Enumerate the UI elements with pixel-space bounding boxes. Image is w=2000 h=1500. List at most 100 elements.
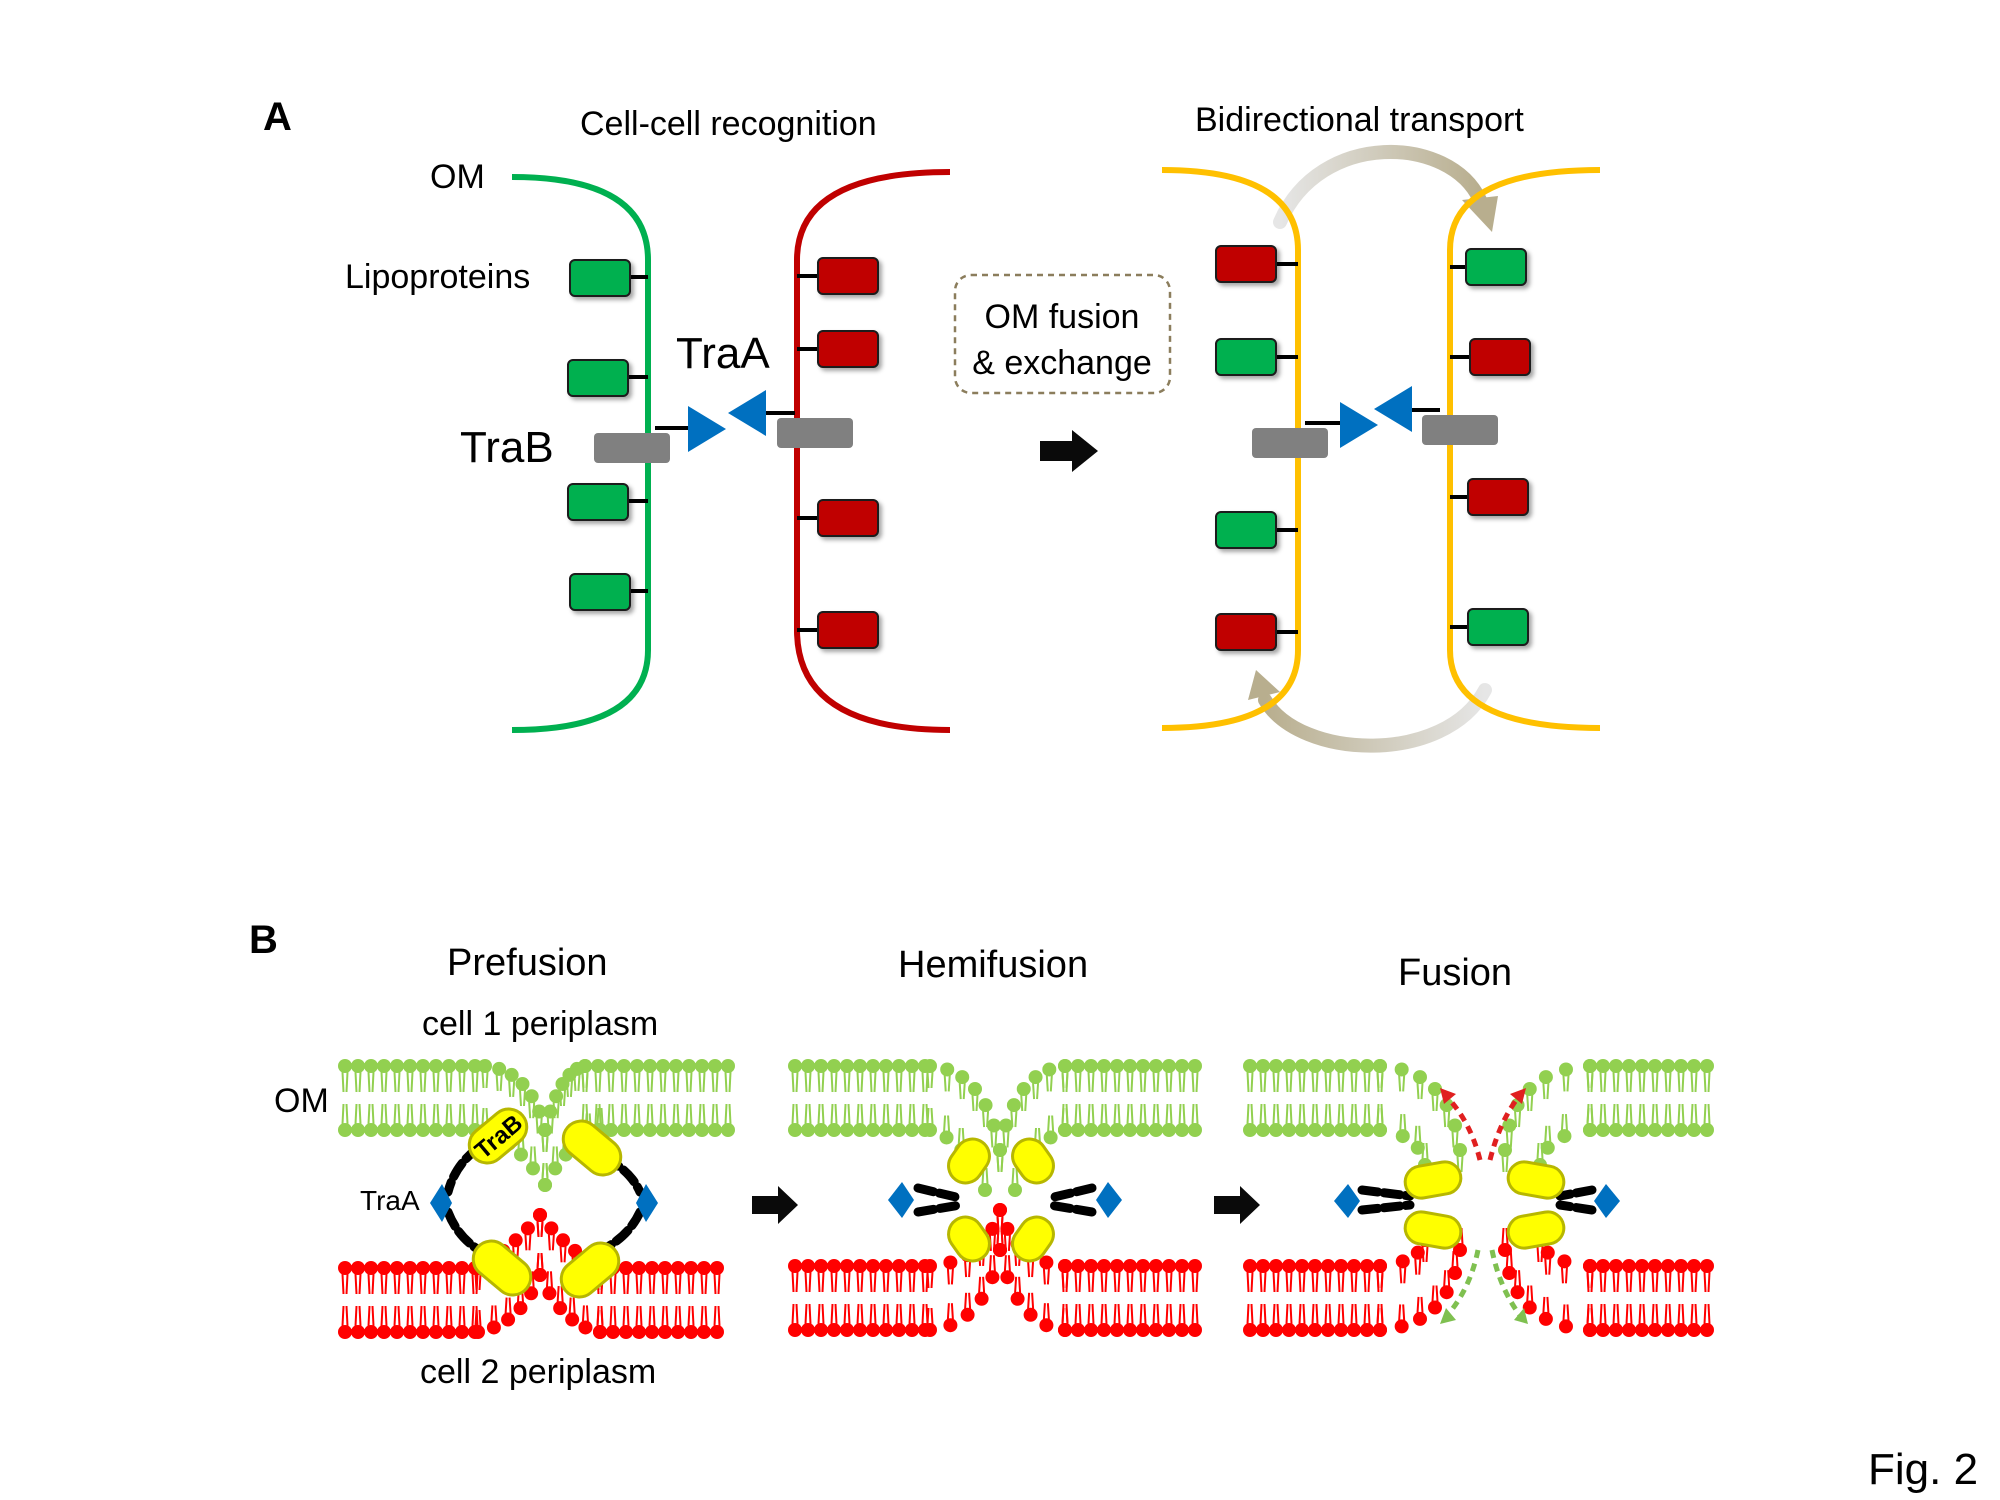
lipid-tail [921, 1103, 925, 1125]
lipid-tail [834, 1271, 838, 1293]
lipid-tail [1139, 1303, 1143, 1325]
lipid-head [351, 1059, 365, 1073]
lipid-tail [449, 1103, 453, 1125]
lipid-head [905, 1059, 919, 1073]
lipid-head [1042, 1062, 1057, 1077]
lipid-tail [1544, 1258, 1548, 1275]
lipid-tail [1165, 1103, 1169, 1125]
lipid-head [1373, 1259, 1387, 1273]
lipid-head [998, 1118, 1013, 1133]
lipid-tail [462, 1273, 466, 1295]
lipid-tail [1681, 1303, 1685, 1325]
lipid-tail [926, 1071, 930, 1089]
lipid-tail [1169, 1303, 1173, 1325]
lipid-tail [1566, 1075, 1570, 1092]
lipid-head [671, 1325, 685, 1339]
lipid-tail [817, 1303, 821, 1325]
lipid-head [1136, 1123, 1150, 1137]
lipid-tail [536, 1220, 540, 1238]
lipid-tail [1677, 1103, 1681, 1125]
lipid-tail [637, 1071, 641, 1093]
lipid-tail [702, 1071, 706, 1093]
lipid-head [814, 1323, 828, 1337]
lipid-head [1360, 1259, 1374, 1273]
lipid-tail [1152, 1071, 1156, 1093]
lipid-head [364, 1261, 378, 1275]
lipid-head [879, 1123, 893, 1137]
lipid-head [939, 1130, 954, 1145]
lipid-head [364, 1325, 378, 1339]
lipid-head [1028, 1070, 1043, 1085]
lipid-head [1162, 1259, 1176, 1273]
lipid-head [955, 1070, 970, 1085]
lipid-head [1039, 1318, 1054, 1333]
lipid-head [619, 1261, 633, 1275]
lipid-head [697, 1261, 711, 1275]
lipid-tail [1354, 1271, 1358, 1293]
lipid-head [1110, 1259, 1124, 1273]
lipid-head [892, 1259, 906, 1273]
lipid-tail [1061, 1307, 1065, 1325]
lipid-head [1453, 1143, 1467, 1157]
lipid-head [1498, 1143, 1512, 1157]
lipid-tail [551, 1234, 555, 1251]
lipid-tail [930, 1271, 934, 1289]
lipid-tail [1246, 1303, 1250, 1325]
lipid-tail [512, 1080, 516, 1097]
lipid-tail [795, 1303, 799, 1325]
lipid-tail [1015, 1167, 1019, 1185]
lipid-tail [559, 1246, 563, 1263]
lipid-tail [1629, 1271, 1633, 1293]
lipid-head [632, 1325, 646, 1339]
lipid-head [892, 1123, 906, 1137]
yellow-membrane-left [1161, 167, 1301, 731]
lipid-tail [650, 1071, 654, 1093]
panel-a-letter: A [263, 95, 292, 139]
lipid-tail [1007, 1255, 1011, 1272]
lipid-tail [1399, 1114, 1403, 1131]
lipid-tail [1298, 1103, 1302, 1125]
lipid-tail [946, 1268, 950, 1285]
lipid-tail [899, 1271, 903, 1293]
lipid-tail [397, 1103, 401, 1125]
lipid-tail [367, 1103, 371, 1125]
lipid-tail [1302, 1303, 1306, 1325]
lipid-head [478, 1059, 492, 1073]
lipid-tail [1298, 1303, 1302, 1325]
lipid-tail [367, 1305, 371, 1327]
lipid-tail [1544, 1125, 1548, 1142]
lipid-head [1540, 1140, 1555, 1155]
lipid-tail [908, 1303, 912, 1325]
lipid-tail [1315, 1103, 1319, 1125]
lipid-tail [594, 1103, 598, 1125]
lipid-head [390, 1261, 404, 1275]
lipid-tail [1376, 1271, 1380, 1289]
lipid-head [1622, 1259, 1636, 1273]
lipid-head [1269, 1259, 1283, 1273]
lipid-tail [715, 1103, 719, 1125]
lipid-tail [711, 1071, 715, 1093]
lipid-tail [354, 1071, 358, 1093]
lipid-tail [908, 1071, 912, 1093]
lipid-head [544, 1221, 559, 1236]
lipid-head [565, 1312, 580, 1327]
lipid-tail [563, 1089, 566, 1107]
lipid-tail [926, 1271, 930, 1289]
lipid-head [1448, 1266, 1462, 1281]
lipid-head [1043, 1130, 1058, 1145]
lipid-tail [971, 1094, 975, 1112]
lipid-head [1439, 1098, 1454, 1113]
lipid-head [1410, 1140, 1425, 1155]
lipid-tail [1165, 1071, 1169, 1093]
lipid-tail [371, 1305, 375, 1327]
lipid-tail [1586, 1271, 1590, 1289]
lipid-tail [728, 1071, 732, 1093]
lipid-tail [672, 1071, 676, 1093]
lipid-tail [1337, 1271, 1341, 1293]
lipid-tail [926, 1107, 930, 1125]
lipid-tail [1337, 1303, 1341, 1325]
lipid-head [840, 1123, 854, 1137]
lipid-tail [380, 1071, 384, 1093]
lipid-tail [545, 1271, 549, 1288]
lipid-tail [869, 1071, 873, 1093]
